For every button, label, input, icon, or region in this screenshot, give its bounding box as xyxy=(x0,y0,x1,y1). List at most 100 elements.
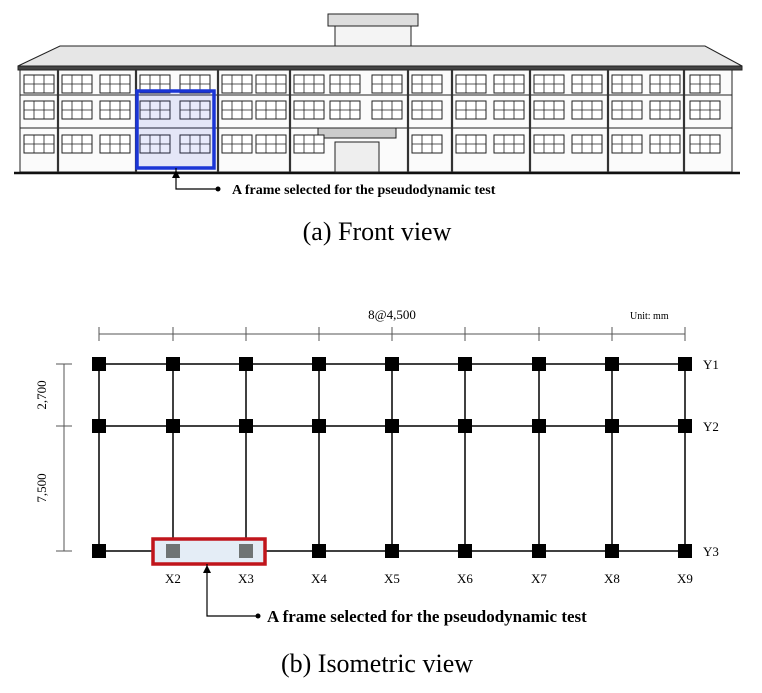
top-dimension xyxy=(98,327,686,341)
row-label-y2: Y2 xyxy=(703,419,719,434)
facade-window xyxy=(371,74,403,94)
facade-window xyxy=(493,134,525,154)
column-label-x5: X5 xyxy=(384,571,400,586)
facade-window xyxy=(571,74,603,94)
column-node xyxy=(92,544,106,558)
facade-window xyxy=(533,74,565,94)
facade-window xyxy=(99,134,131,154)
column-node xyxy=(385,357,399,371)
column-node xyxy=(458,419,472,433)
column-node xyxy=(166,357,180,371)
facade-window xyxy=(139,134,171,154)
facade-window xyxy=(649,100,681,120)
column-node xyxy=(239,419,253,433)
roof-tower xyxy=(334,25,412,49)
facade-window xyxy=(455,74,487,94)
plan-leader-line xyxy=(206,564,258,617)
column-label-x9: X9 xyxy=(677,571,693,586)
caption-isometric-view: (b) Isometric view xyxy=(281,649,473,678)
facade-window xyxy=(533,100,565,120)
column-node xyxy=(605,544,619,558)
facade-window xyxy=(61,74,93,94)
facade-window xyxy=(99,74,131,94)
plan-annotation: A frame selected for the pseudodynamic t… xyxy=(267,607,587,626)
column-node xyxy=(385,544,399,558)
front-annotation: A frame selected for the pseudodynamic t… xyxy=(232,183,496,198)
front-leader-arrow xyxy=(172,170,180,178)
column-node xyxy=(678,544,692,558)
column-node xyxy=(605,419,619,433)
plan-columns xyxy=(92,357,692,558)
front-leader-dot xyxy=(215,186,221,192)
span-dimension-label: 8@4,500 xyxy=(368,307,416,322)
caption-front-view: (a) Front view xyxy=(303,217,452,246)
left-dimension xyxy=(56,363,72,552)
column-node xyxy=(678,357,692,371)
facade-window xyxy=(493,100,525,120)
facade-window xyxy=(371,100,403,120)
column-node xyxy=(166,419,180,433)
facade-window xyxy=(455,134,487,154)
column-label-x4: X4 xyxy=(311,571,327,586)
entrance-door xyxy=(334,141,380,173)
column-node xyxy=(239,357,253,371)
plan-leader-arrow xyxy=(203,565,211,573)
column-node xyxy=(92,357,106,371)
facade-window xyxy=(221,134,253,154)
facade-window xyxy=(139,100,171,120)
column-label-x6: X6 xyxy=(457,571,473,586)
facade-window xyxy=(139,74,171,94)
column-node xyxy=(312,357,326,371)
facade-window xyxy=(411,74,443,94)
facade-window xyxy=(329,74,361,94)
dimension-y2-y3: 7,500 xyxy=(34,473,49,502)
facade-window xyxy=(611,74,643,94)
facade-window xyxy=(611,134,643,154)
facade-window xyxy=(99,100,131,120)
selected-column xyxy=(239,544,253,558)
column-node xyxy=(532,544,546,558)
column-node xyxy=(458,544,472,558)
row-label-y3: Y3 xyxy=(703,544,719,559)
facade-window xyxy=(455,100,487,120)
roof-eaves xyxy=(17,45,743,67)
column-label-x8: X8 xyxy=(604,571,620,586)
column-node xyxy=(92,419,106,433)
plan-grid xyxy=(98,363,686,552)
facade-window xyxy=(689,134,721,154)
row-label-y1: Y1 xyxy=(703,357,719,372)
facade-window xyxy=(571,134,603,154)
facade-windows xyxy=(23,70,721,172)
plan-leader-dot xyxy=(255,613,261,619)
facade-window xyxy=(649,134,681,154)
column-label-x7: X7 xyxy=(531,571,547,586)
roof-edge xyxy=(17,65,743,71)
column-node xyxy=(678,419,692,433)
facade-window xyxy=(23,74,55,94)
column-node xyxy=(312,544,326,558)
facade-window xyxy=(221,74,253,94)
facade-window xyxy=(61,100,93,120)
entrance-canopy xyxy=(317,127,397,139)
facade-window xyxy=(649,74,681,94)
facade-window xyxy=(493,74,525,94)
column-node xyxy=(458,357,472,371)
facade-window xyxy=(293,74,325,94)
selected-frame-highlight-front xyxy=(135,89,216,170)
column-node xyxy=(532,419,546,433)
facade-window xyxy=(221,100,253,120)
facade-window xyxy=(293,134,325,154)
facade-window xyxy=(23,100,55,120)
facade-window xyxy=(533,134,565,154)
unit-label: Unit: mm xyxy=(630,311,669,322)
facade-window xyxy=(61,134,93,154)
column-node xyxy=(605,357,619,371)
roof-tower-cap xyxy=(327,13,419,27)
facade-window xyxy=(23,134,55,154)
column-label-x3: X3 xyxy=(238,571,254,586)
facade-window xyxy=(411,100,443,120)
facade-window xyxy=(611,100,643,120)
facade-window xyxy=(329,100,361,120)
